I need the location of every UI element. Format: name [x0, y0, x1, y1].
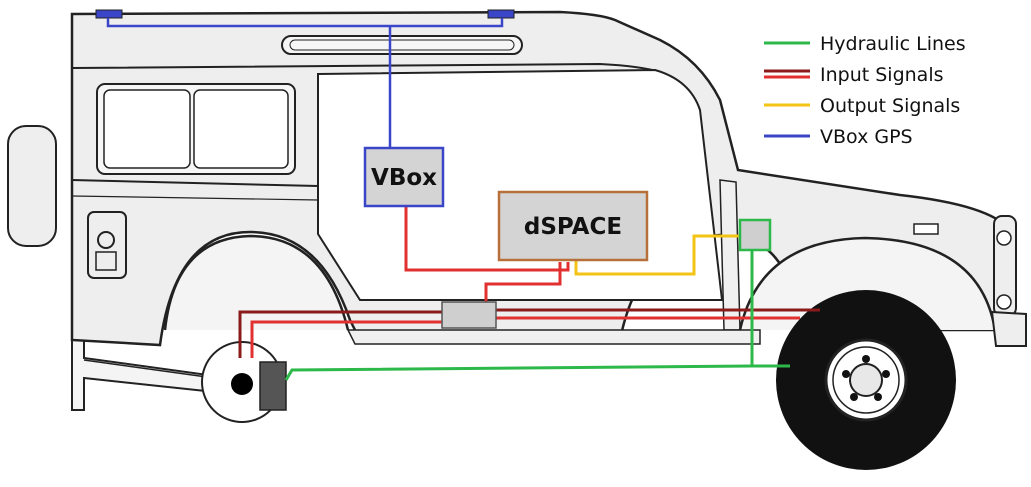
rear-window-left [104, 90, 190, 168]
rear-window-right [194, 90, 288, 168]
headlight [997, 231, 1011, 245]
hydraulic-line-rear [286, 366, 752, 380]
rear-bumper [72, 338, 215, 410]
legend-label: Output Signals [820, 95, 960, 117]
legend-item: Hydraulic Lines [764, 33, 966, 55]
front-indicator [914, 224, 938, 234]
legend-item: Input Signals [764, 64, 944, 86]
legend-label: Input Signals [820, 64, 944, 86]
dspace-unit: dSPACE [499, 192, 647, 260]
vbox-unit: VBox [365, 148, 443, 206]
sill [348, 330, 760, 344]
junction-box [442, 302, 496, 328]
legend-item: Output Signals [764, 95, 960, 117]
legend-label: VBox GPS [820, 126, 913, 148]
door-pillar [720, 180, 740, 330]
front-hub [850, 364, 882, 396]
brake-caliper [260, 362, 286, 410]
dspace-label: dSPACE [524, 214, 622, 240]
rear-panel-lock [88, 212, 126, 278]
rear-hub [231, 373, 253, 395]
legend-label: Hydraulic Lines [820, 33, 966, 55]
gps-antenna-front [488, 10, 514, 18]
gps-antenna-rear [96, 10, 122, 18]
vbox-label: VBox [371, 165, 437, 191]
spare-wheel [8, 126, 56, 246]
legend-item: VBox GPS [764, 126, 913, 148]
legend: Hydraulic LinesInput SignalsOutput Signa… [764, 33, 966, 148]
roof-slot [282, 36, 522, 54]
front-bumper [992, 312, 1026, 346]
fog-light [997, 295, 1011, 309]
hydraulic-valve [740, 220, 770, 250]
